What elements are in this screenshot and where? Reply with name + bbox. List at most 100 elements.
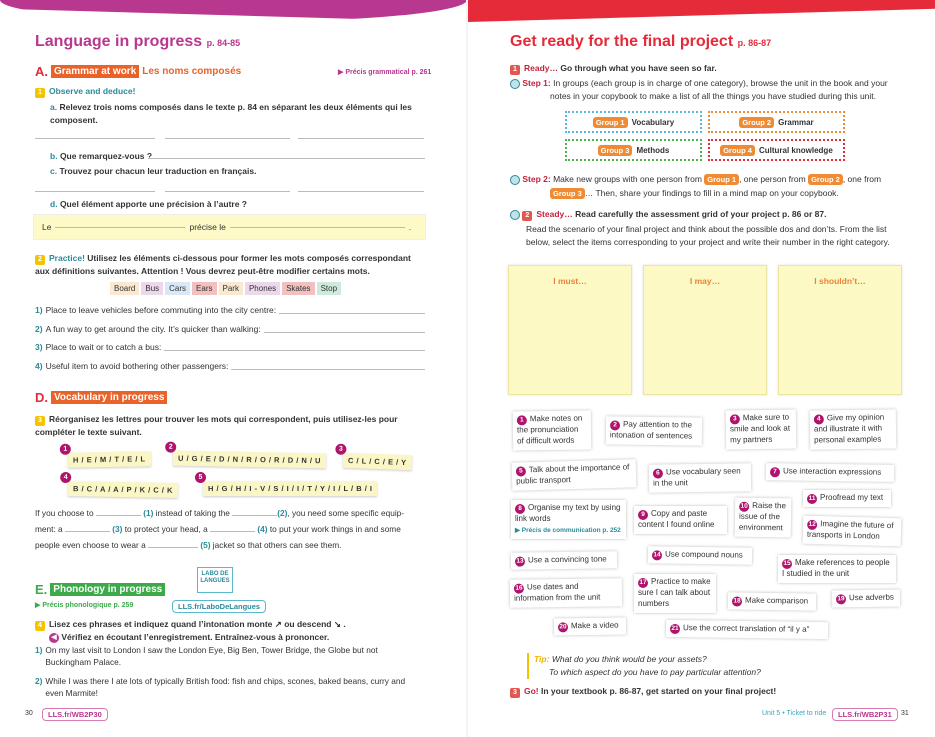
section-letter: D. <box>35 390 48 405</box>
sentence-item: 1)On my last visit to London I saw the L… <box>35 644 425 669</box>
step-label: Go! <box>524 686 539 696</box>
precis-communication-link[interactable]: ▶ Précis de communication p. 252 <box>515 526 621 534</box>
word-chip: Stop <box>316 282 342 295</box>
page-link[interactable]: LLS.fr/WB2P30 <box>42 708 108 721</box>
audio-speaker-icon[interactable]: ◀ <box>49 632 59 643</box>
right-header-band <box>468 0 935 22</box>
answer-line[interactable] <box>165 138 290 139</box>
sentence-item: 2)While I was there I ate lots of typica… <box>35 675 425 700</box>
card-number: 12 <box>807 519 818 531</box>
blank[interactable] <box>64 531 110 532</box>
card-number: 16 <box>513 583 525 594</box>
card-number: 13 <box>514 556 526 567</box>
text: Make new groups with one person from <box>553 174 702 184</box>
step-text: Go through what you have seen so far. <box>560 63 717 73</box>
item-number: 1) <box>35 645 43 655</box>
card-number: 19 <box>835 594 847 605</box>
item-text: A fun way to get around the city. It’s q… <box>45 323 261 334</box>
step-text: In your textbook p. 86-87, get started o… <box>541 686 777 696</box>
card-number: 8 <box>515 504 525 514</box>
item-text: On my last visit to London I saw the Lon… <box>45 645 378 668</box>
question-text: Que remarquez-vous ? <box>59 151 153 161</box>
answer-line[interactable] <box>55 226 186 228</box>
answer-line[interactable] <box>298 138 424 139</box>
word-chip: Ears <box>192 282 217 295</box>
card-number: 7 <box>769 467 781 478</box>
question-b: b. Que remarquez-vous ? <box>50 151 152 161</box>
page-link[interactable]: LLS.fr/WB2P31 <box>832 708 898 721</box>
gap-fill-text: If you choose to (1) instead of taking t… <box>35 505 427 553</box>
answer-line[interactable] <box>164 350 425 352</box>
column-i-may[interactable]: I may… <box>643 265 767 395</box>
item-number: 2) <box>35 675 43 686</box>
definition-item: 1)Place to leave vehicles before commuti… <box>35 305 425 324</box>
card-number: 18 <box>731 596 743 607</box>
anagram-letters: U / G / E / D / N / R / O / R / D / N / … <box>172 450 327 469</box>
card-number: 5 <box>515 466 527 477</box>
answer-line[interactable] <box>263 331 425 333</box>
answer-line[interactable] <box>148 158 425 159</box>
left-page-title: Language in progress p. 84-85 <box>35 33 240 51</box>
exercise-instructions: Lisez ces phrases et indiquez quand l’in… <box>49 619 346 629</box>
blank[interactable] <box>148 547 199 548</box>
column-i-shouldnt[interactable]: I shouldn’t… <box>778 265 902 395</box>
question-letter: c. <box>50 166 58 176</box>
card-text: Give my opinion and illustrate it with p… <box>813 412 885 445</box>
precis-phonologique-link[interactable]: ▶ Précis phonologique p. 259 <box>35 602 134 609</box>
text: , one person from <box>739 174 806 184</box>
answer-line[interactable] <box>35 138 155 139</box>
word-chip: Park <box>218 282 243 295</box>
question-d: d. Quel élément apporte une précision à … <box>50 199 247 209</box>
text: , one from <box>842 174 882 184</box>
card-text: Make comparison <box>744 595 809 606</box>
answer-line[interactable] <box>298 191 424 192</box>
group-tag: Group 2 <box>808 174 843 185</box>
column-i-must[interactable]: I must… <box>508 265 632 395</box>
blank[interactable] <box>95 515 141 516</box>
blank[interactable] <box>210 531 256 532</box>
answer-line[interactable] <box>229 226 405 228</box>
question-c: c. Trouvez pour chacun leur traduction e… <box>50 166 256 176</box>
answer-line[interactable] <box>165 191 290 192</box>
sentence-list: 1)On my last visit to London I saw the L… <box>35 644 425 706</box>
title-pages: p. 86-87 <box>737 38 772 48</box>
timer-icon <box>510 174 520 185</box>
page-number: 30 <box>25 710 33 717</box>
labo-de-langues-link[interactable]: LLS.fr/LaboDeLangues <box>172 600 267 613</box>
answer-line[interactable] <box>231 369 425 371</box>
question-a: a. Relevez trois noms composés dans le t… <box>50 101 420 127</box>
answer-line[interactable] <box>279 313 425 314</box>
precis-grammatical-link[interactable]: ▶ Précis grammatical p. 261 <box>338 69 432 76</box>
blank[interactable] <box>232 515 278 516</box>
answer-line[interactable] <box>35 191 155 192</box>
text: instead of taking the <box>155 508 230 518</box>
section-e-heading: E. Phonology in progress <box>35 582 166 597</box>
text: … Then, share your findings to fill in a… <box>584 187 839 198</box>
